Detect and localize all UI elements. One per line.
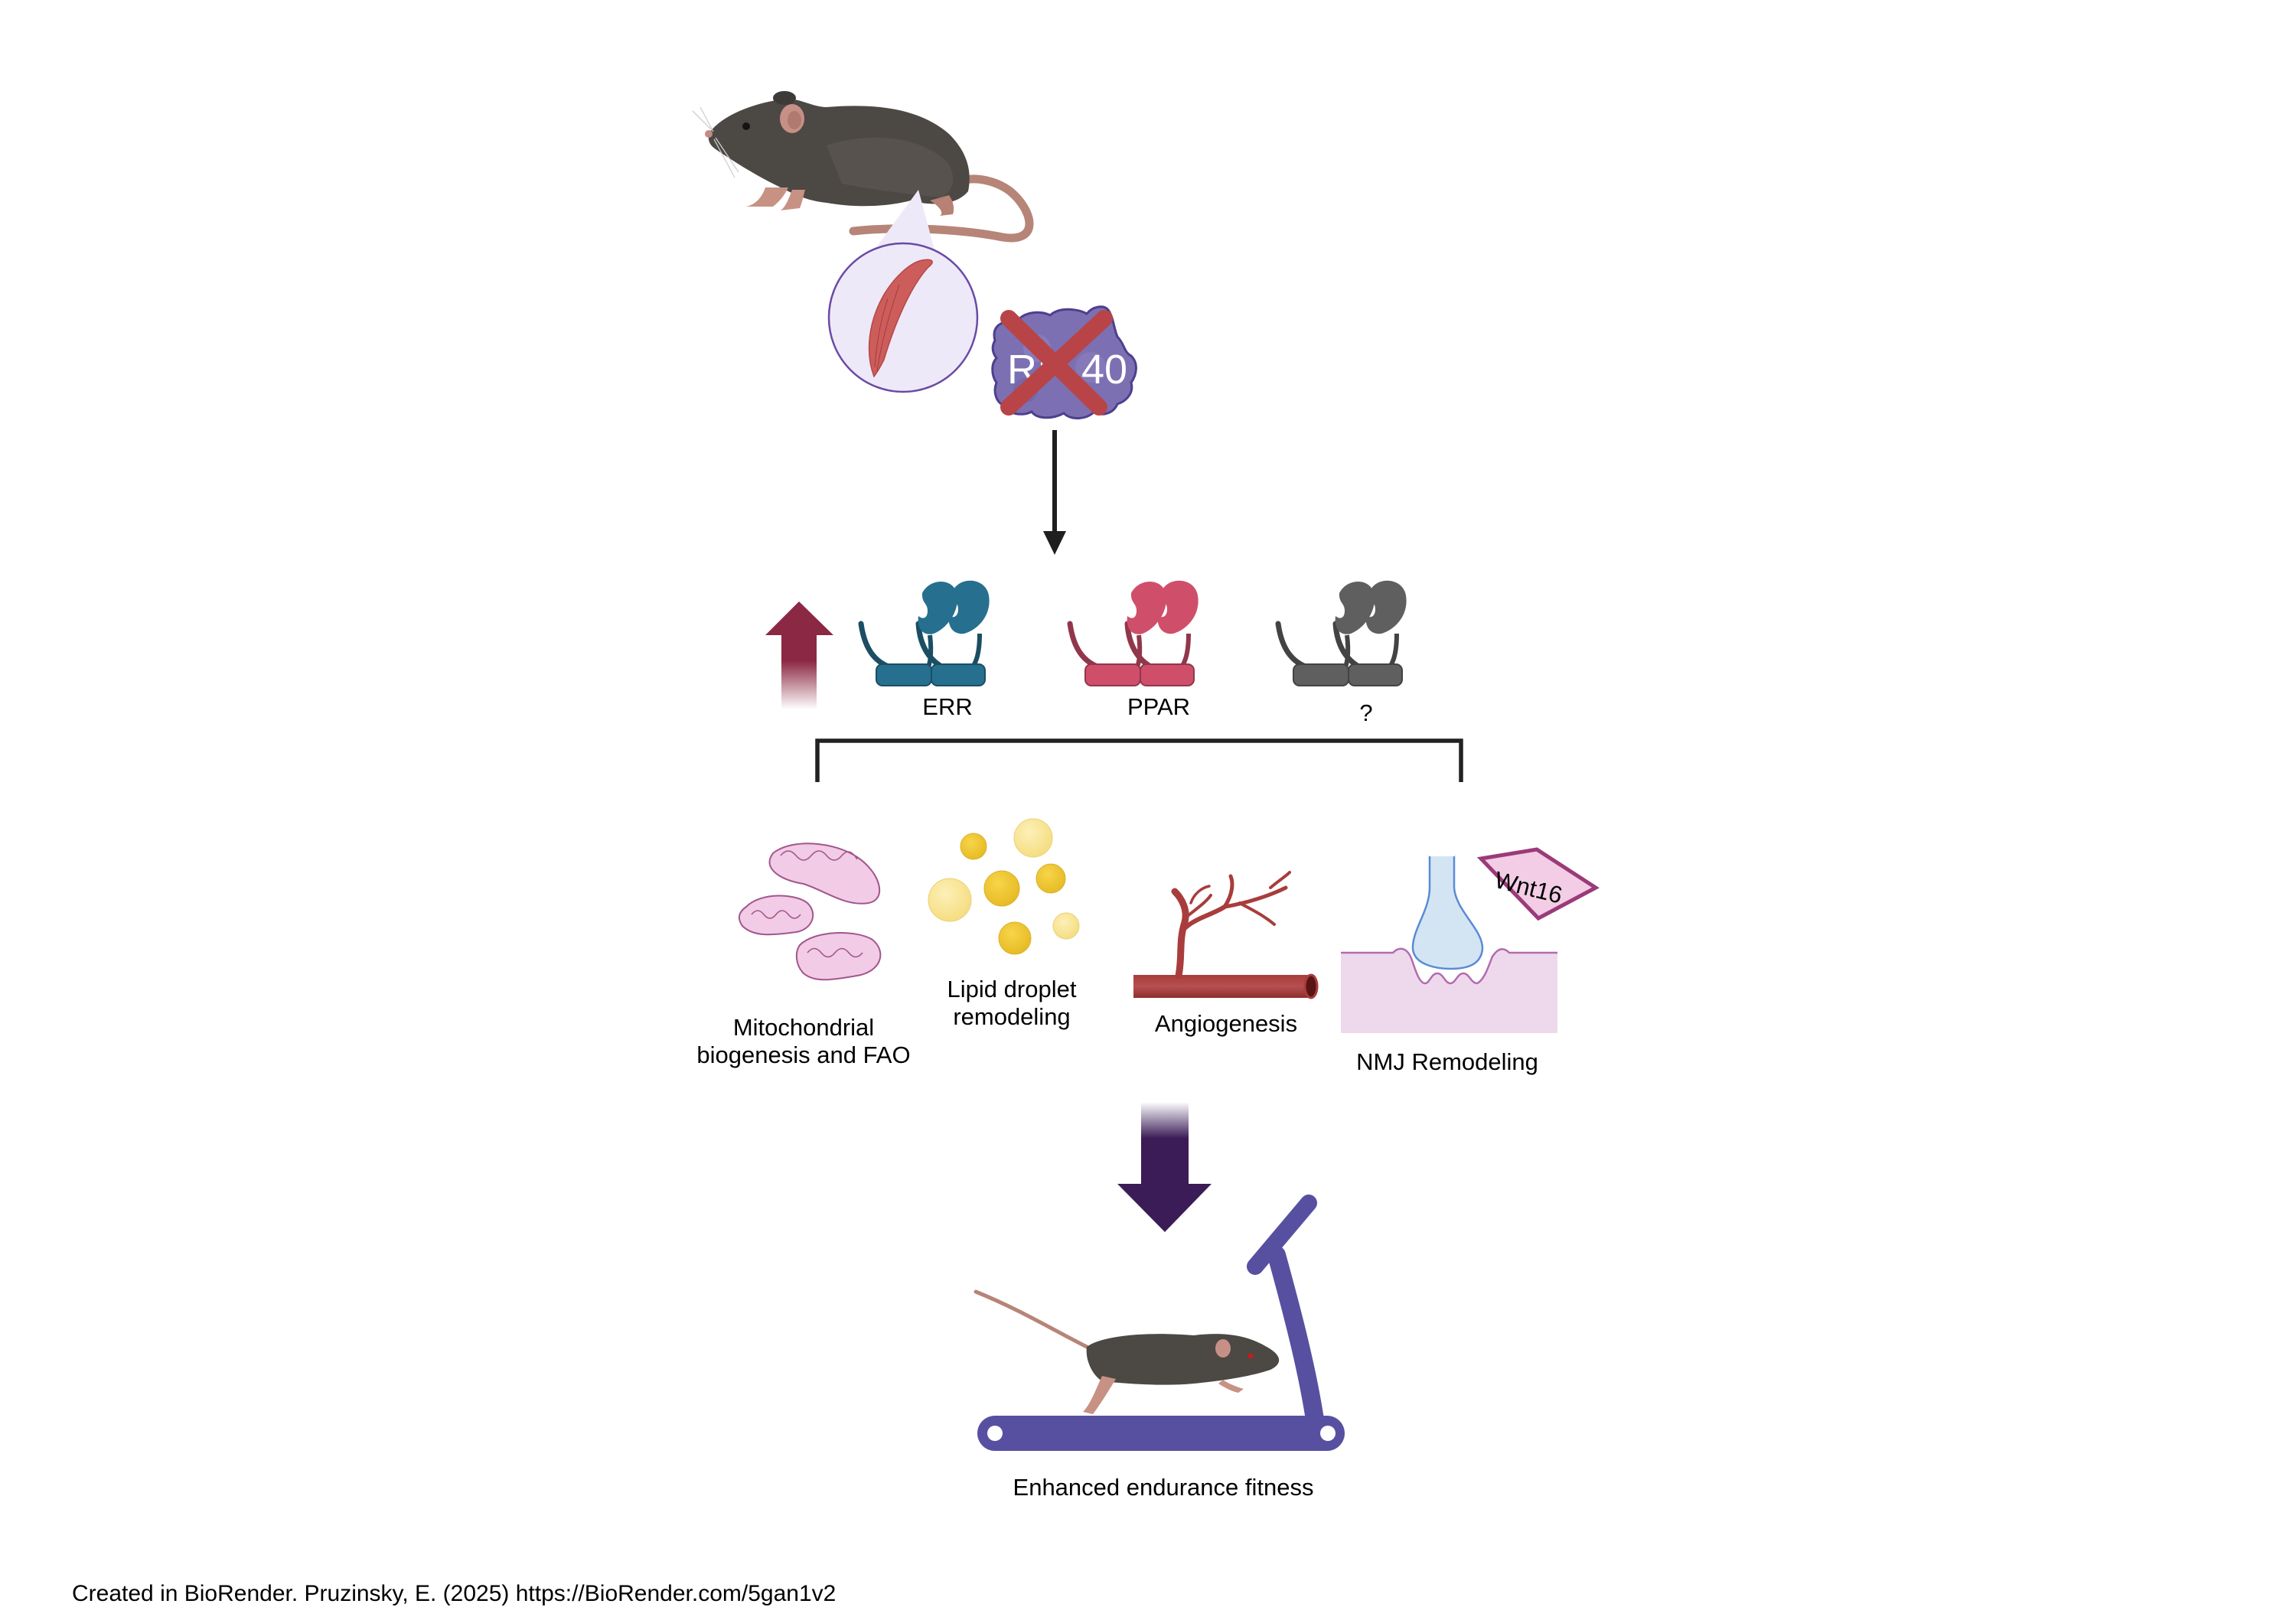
knockout-x-icon (1000, 310, 1113, 416)
process-label-line1: Lipid droplet (947, 976, 1077, 1002)
neuromuscular-junction-icon (1341, 852, 1557, 1033)
rip140-label-right: 40 (1081, 347, 1128, 393)
process-label-line2: biogenesis and FAO (696, 1041, 911, 1068)
down-arrow-icon (1043, 430, 1066, 555)
outcome-label: Enhanced endurance fitness (1013, 1474, 1314, 1501)
credit-line: Created in BioRender. Pruzinsky, E. (202… (72, 1581, 837, 1606)
process-label-mitochondria: Mitochondrial biogenesis and FAO (696, 1014, 910, 1069)
bracket (815, 738, 1463, 782)
blood-vessel-icon (1133, 871, 1319, 999)
treadmill-icon (977, 1195, 1345, 1451)
tf-dimer-icon-unknown (1275, 580, 1407, 686)
mouse-icon (692, 91, 1034, 243)
process-label-angiogenesis: Angiogenesis (1154, 1010, 1298, 1037)
upregulation-arrow-icon (765, 601, 833, 709)
tf-label-ppar: PPAR (1127, 693, 1191, 720)
process-label-nmj: NMJ Remodeling (1356, 1048, 1538, 1075)
process-label-line1: Mitochondrial (732, 1014, 875, 1041)
outcome-arrow-icon (1117, 1102, 1212, 1232)
lipid-droplets-icon (928, 818, 1080, 955)
tf-dimer-icon-ppar (1067, 580, 1199, 686)
process-label-lipid: Lipid droplet remodeling (947, 976, 1077, 1031)
tf-label-unknown: ? (1359, 699, 1373, 726)
skeletal-muscle-icon (827, 190, 979, 393)
mitochondria-icon (738, 843, 882, 981)
tf-label-err: ERR (922, 693, 973, 720)
process-label-line2: remodeling (953, 1003, 1071, 1030)
tf-dimer-icon-err (858, 580, 990, 686)
running-mouse-icon (974, 1289, 1280, 1414)
wnt16-tag (1476, 847, 1600, 921)
